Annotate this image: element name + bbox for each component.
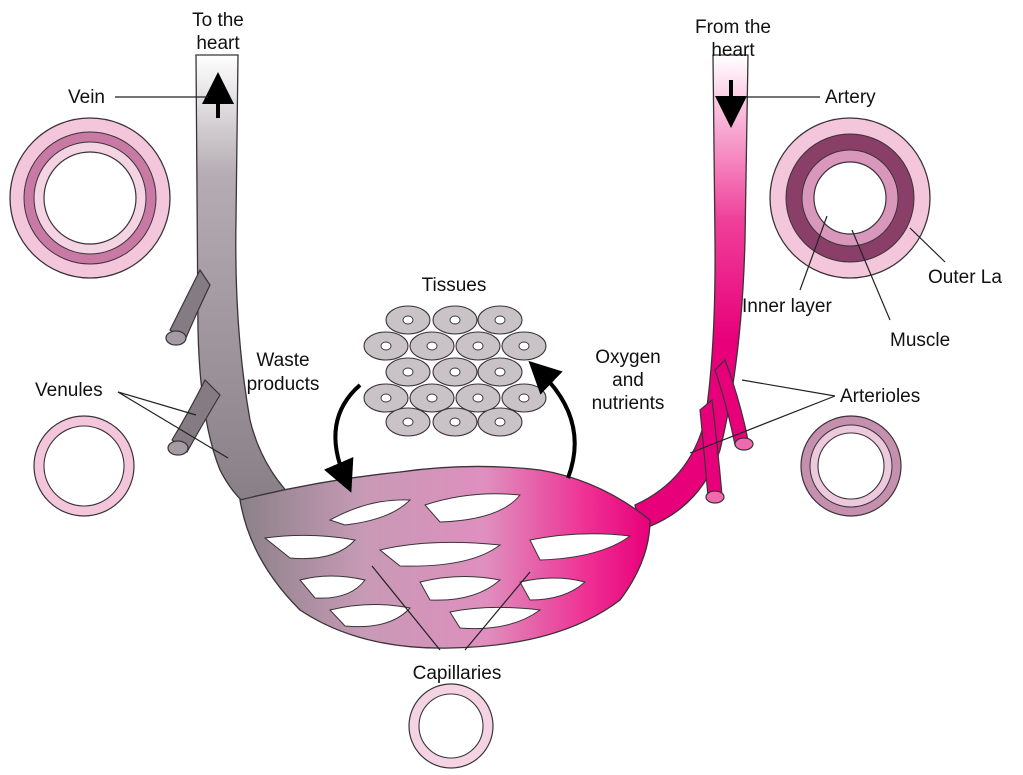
capillary-bed bbox=[240, 466, 650, 648]
from-heart-label-line2: heart bbox=[711, 40, 755, 61]
tissues-label: Tissues bbox=[422, 275, 487, 296]
venules-label: Venules bbox=[35, 380, 103, 401]
artery-cross-section bbox=[770, 118, 930, 278]
to-heart-label-line2: heart bbox=[196, 33, 240, 54]
artery-vessel bbox=[635, 55, 753, 530]
vein-vessel bbox=[166, 55, 300, 530]
from-heart-label-line1: From the bbox=[695, 17, 771, 38]
capillary-cross-section bbox=[409, 684, 493, 768]
arterioles-label: Arterioles bbox=[840, 386, 920, 407]
to-heart-label-line1: To the bbox=[192, 10, 244, 31]
oxygen-arrow bbox=[540, 372, 575, 478]
oxygen-label-line3: nutrients bbox=[592, 393, 665, 414]
inner-layer-label: Inner layer bbox=[742, 296, 832, 317]
waste-arrow bbox=[335, 385, 360, 478]
muscle-label: Muscle bbox=[890, 330, 950, 351]
tissue-cells bbox=[364, 306, 546, 436]
arteriole-cross-section bbox=[801, 416, 901, 516]
vein-cross-section bbox=[10, 118, 170, 278]
venule-cross-section bbox=[34, 416, 134, 516]
waste-label-line1: Waste bbox=[256, 350, 309, 371]
artery-label: Artery bbox=[825, 87, 876, 108]
oxygen-label-line2: and bbox=[612, 370, 644, 391]
vein-label: Vein bbox=[68, 87, 105, 108]
outer-layer-label: Outer La bbox=[928, 267, 1002, 288]
capillaries-label: Capillaries bbox=[413, 663, 502, 684]
oxygen-label-line1: Oxygen bbox=[595, 347, 660, 368]
waste-label-line2: products bbox=[247, 374, 320, 395]
